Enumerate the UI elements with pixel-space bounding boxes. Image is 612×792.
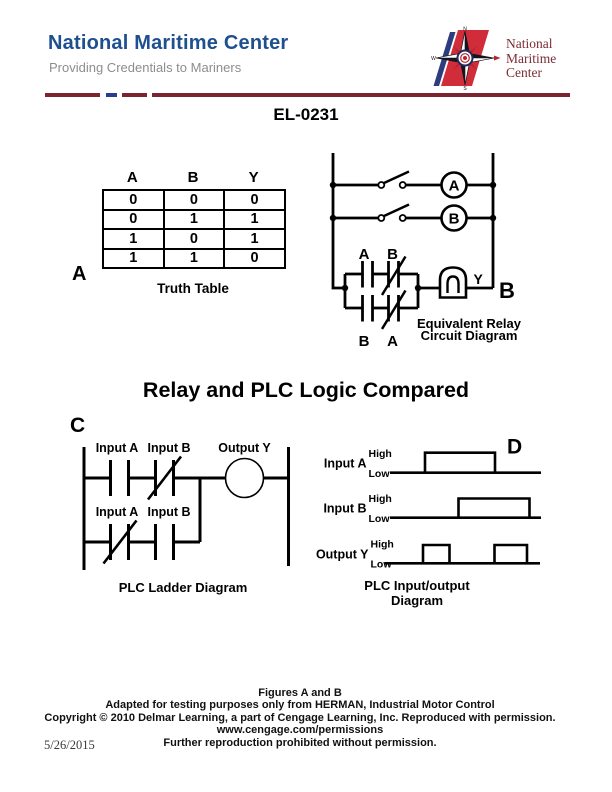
contact-label-b-bottom: B: [359, 333, 370, 348]
plc-ladder-diagram: C Input A Input B Output Y Input A Input…: [70, 414, 290, 570]
rung1-output-y-label: Output Y: [218, 441, 271, 455]
row-output-y-label: Output Y: [316, 548, 369, 562]
truth-table-cell: 1: [102, 228, 165, 250]
junction-dots: [329, 181, 497, 292]
truth-table-cell: 1: [223, 228, 286, 250]
contact-label-b-top: B: [387, 246, 398, 263]
figure-c-label: C: [70, 414, 85, 437]
truth-table-header-b: B: [187, 169, 199, 186]
figure-b-label: B: [499, 278, 515, 303]
row-input-b-label: Input B: [323, 502, 366, 516]
switch-terminals: [377, 181, 407, 222]
figure-b-caption-line2: Circuit Diagram: [420, 327, 518, 343]
coil-a-letter: A: [449, 178, 460, 195]
output-device-symbol: [438, 266, 468, 299]
footer-line-5: Further reproduction prohibited without …: [163, 737, 437, 749]
switch-blades-and-slashes: [380, 170, 410, 330]
row-output-y-high: High: [371, 539, 394, 551]
output-y-label: Y: [474, 271, 484, 287]
rung1-input-b-label: Input B: [147, 441, 190, 455]
truth-table: 0 0 0 0 1 1 1 0 1 1 1 0: [102, 189, 286, 269]
coil-b-circle: [440, 204, 468, 232]
svg-text:N: N: [463, 27, 467, 33]
header-divider-segment: [122, 93, 147, 97]
truth-table-cell: 1: [162, 208, 226, 230]
row-input-a-label: Input A: [324, 457, 367, 471]
header-divider-segment: [152, 93, 570, 97]
figure-a-label: A: [72, 263, 87, 285]
input-a-pulse: [423, 451, 497, 473]
rung2-input-a-label: Input A: [96, 505, 139, 519]
contact-label-a-top: A: [359, 246, 370, 263]
contact-label-a-bottom: A: [387, 333, 398, 348]
output-coil-symbol: [224, 457, 265, 499]
row-input-b-high: High: [369, 493, 392, 505]
logo-wordmark: National Maritime Center: [506, 36, 557, 81]
section-heading: Relay and PLC Logic Compared: [142, 378, 470, 402]
coil-b-letter: B: [449, 211, 460, 228]
logo-line-2: Maritime: [506, 50, 557, 66]
header-divider-segment: [45, 93, 100, 97]
truth-table-cell: 0: [223, 189, 286, 211]
row-input-b-low: Low: [369, 513, 391, 525]
footer-line-3: Copyright © 2010 Delmar Learning, a part…: [44, 712, 556, 724]
footer-line-1: Figures A and B: [258, 687, 342, 699]
compass-east-pointer: [494, 55, 501, 61]
page-title: National Maritime Center: [48, 32, 289, 54]
truth-table-headers: A B Y: [102, 169, 284, 186]
rung2-input-b-label: Input B: [147, 505, 190, 519]
table-row: 0 1 1: [102, 208, 286, 230]
row-input-a-low: Low: [369, 468, 391, 480]
rung1-input-a-label: Input A: [96, 441, 139, 455]
relay-circuit-diagram: A B A B B A Y B: [329, 153, 515, 348]
footer-line-2: Adapted for testing purposes only from H…: [105, 699, 495, 711]
truth-table-cell: 0: [223, 247, 286, 269]
output-device-inner: [446, 275, 460, 293]
coil-a-circle: [440, 171, 468, 199]
truth-table-header-a: A: [126, 169, 138, 186]
page-subtitle: Providing Credentials to Mariners: [49, 60, 242, 75]
nc-contact-slashes: [102, 455, 183, 565]
svg-text:W: W: [431, 56, 436, 62]
truth-table-cell: 1: [162, 247, 226, 269]
figure-c-caption: PLC Ladder Diagram: [118, 580, 248, 595]
truth-table-cell: 0: [162, 228, 226, 250]
figure-d-label: D: [507, 436, 522, 459]
output-y-pulse-2: [493, 543, 529, 564]
svg-text:S: S: [463, 86, 467, 90]
compass-cardinal-letters: N W S: [431, 27, 467, 91]
figure-b-caption-line1: Equivalent Relay: [416, 316, 522, 331]
figure-b-caption: Equivalent Relay Circuit Diagram: [405, 316, 533, 343]
truth-table-cell: 0: [102, 189, 165, 211]
truth-table-cell: 0: [102, 208, 165, 230]
compass-center-dot: [463, 56, 467, 60]
plc-timing-diagram: D Input A High Low Input B High Low Outp…: [316, 436, 541, 571]
truth-table-cell: 1: [223, 208, 286, 230]
footer-line-4: www.cengage.com/permissions: [216, 724, 384, 736]
logo-line-3: Center: [506, 65, 542, 80]
truth-table-caption: Truth Table: [157, 281, 229, 296]
figure-d-caption: PLC Input/output Diagram: [364, 578, 470, 608]
compass-rose-icon: N W S: [431, 27, 501, 91]
row-input-a-high: High: [369, 448, 392, 460]
document-id: EL-0231: [273, 105, 339, 124]
header-divider-blue-dash: [106, 93, 117, 97]
row-output-y-low: Low: [371, 559, 393, 571]
output-y-pulse-1: [421, 543, 451, 564]
truth-table-cell: 0: [162, 189, 226, 211]
table-row: 1 1 0: [102, 247, 286, 269]
truth-table-cell: 1: [102, 247, 165, 269]
truth-table-header-y: Y: [248, 169, 259, 186]
table-row: 0 0 0: [102, 189, 286, 211]
logo-line-1: National: [506, 36, 553, 51]
input-b-pulse: [457, 497, 531, 518]
table-row: 1 0 1: [102, 228, 286, 250]
print-date: 5/26/2015: [44, 738, 95, 752]
